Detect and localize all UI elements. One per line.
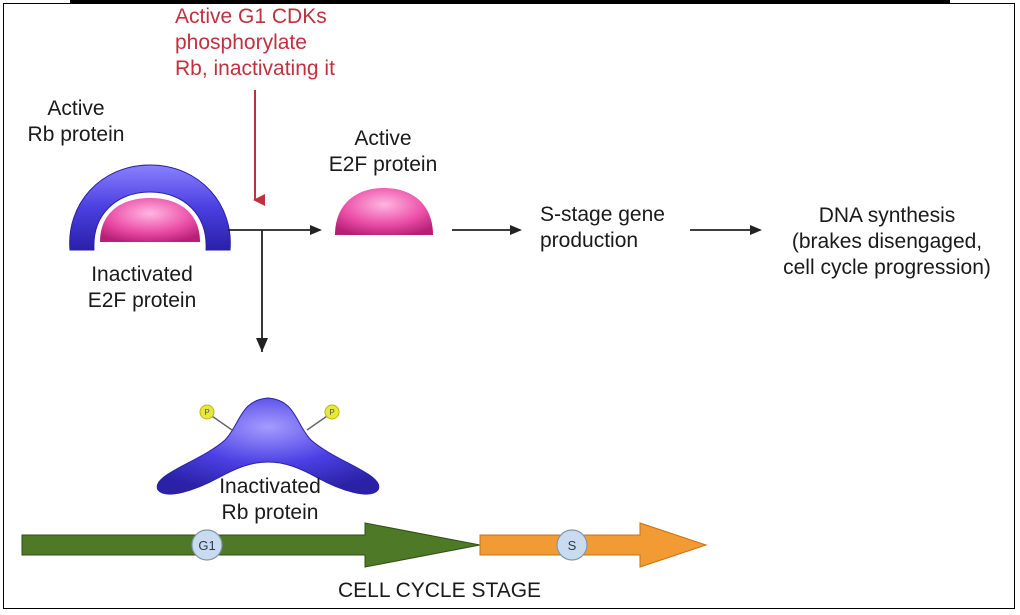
g1-stage-label: G1 xyxy=(198,538,215,553)
cdk-note-line-1: Active G1 CDKs xyxy=(175,5,327,28)
cdk-note-line-3: Rb, inactivating it xyxy=(175,57,335,80)
phosphate-left xyxy=(199,404,215,420)
active-rb-line-2: Rb protein xyxy=(27,123,125,146)
dna-synthesis-line-3: cell cycle progression) xyxy=(783,256,991,279)
dna-synthesis-line-1: DNA synthesis xyxy=(818,204,956,227)
active-rb-line-1: Active xyxy=(47,97,105,120)
cdk-note-line-2: phosphorylate xyxy=(175,31,307,54)
s-stage-line-1: S-stage gene xyxy=(540,203,665,226)
active-e2f-line-1: Active xyxy=(354,127,412,150)
inactivated-e2f-line-1: Inactivated xyxy=(91,263,193,286)
s-stage-marker xyxy=(556,529,588,561)
inactivated-e2f-line-2: E2F protein xyxy=(87,289,197,312)
dna-synthesis-line-2: (brakes disengaged, xyxy=(791,230,983,253)
s-stage-label: S xyxy=(568,538,577,553)
inactivated-e2f-label: Inactivated E2F protein xyxy=(72,262,212,314)
phosphate-right xyxy=(324,404,340,420)
s-stage-line-2: production xyxy=(540,229,639,252)
dna-synthesis-label: DNA synthesis (brakes disengaged, cell c… xyxy=(762,203,1012,281)
inactivated-e2f-protein-shape xyxy=(100,198,200,242)
cell-cycle-stage-title: CELL CYCLE STAGE xyxy=(338,579,542,602)
phosphate-right-label: P xyxy=(329,408,334,417)
inactivated-rb-protein-shape xyxy=(156,397,380,495)
active-rb-label: Active Rb protein xyxy=(26,96,126,148)
active-e2f-line-2: E2F protein xyxy=(328,153,438,176)
phosphate-left-label: P xyxy=(204,408,209,417)
active-e2f-label: Active E2F protein xyxy=(318,126,448,178)
s-stage-gene-label: S-stage gene production xyxy=(540,202,665,254)
g1-stage-arrow xyxy=(21,522,481,568)
s-stage-arrow xyxy=(479,522,708,568)
inactivated-rb-line-2: Rb protein xyxy=(221,501,319,524)
inactivated-rb-line-1: Inactivated xyxy=(219,475,321,498)
active-rb-protein-shape xyxy=(69,164,231,251)
cdk-note: Active G1 CDKs phosphorylate Rb, inactiv… xyxy=(175,4,335,82)
down-arrowhead xyxy=(256,338,268,352)
inactivated-rb-label: Inactivated Rb protein xyxy=(200,474,340,526)
g1-stage-marker xyxy=(191,529,223,561)
active-e2f-protein-shape xyxy=(335,188,433,235)
top-border-line xyxy=(70,0,950,4)
